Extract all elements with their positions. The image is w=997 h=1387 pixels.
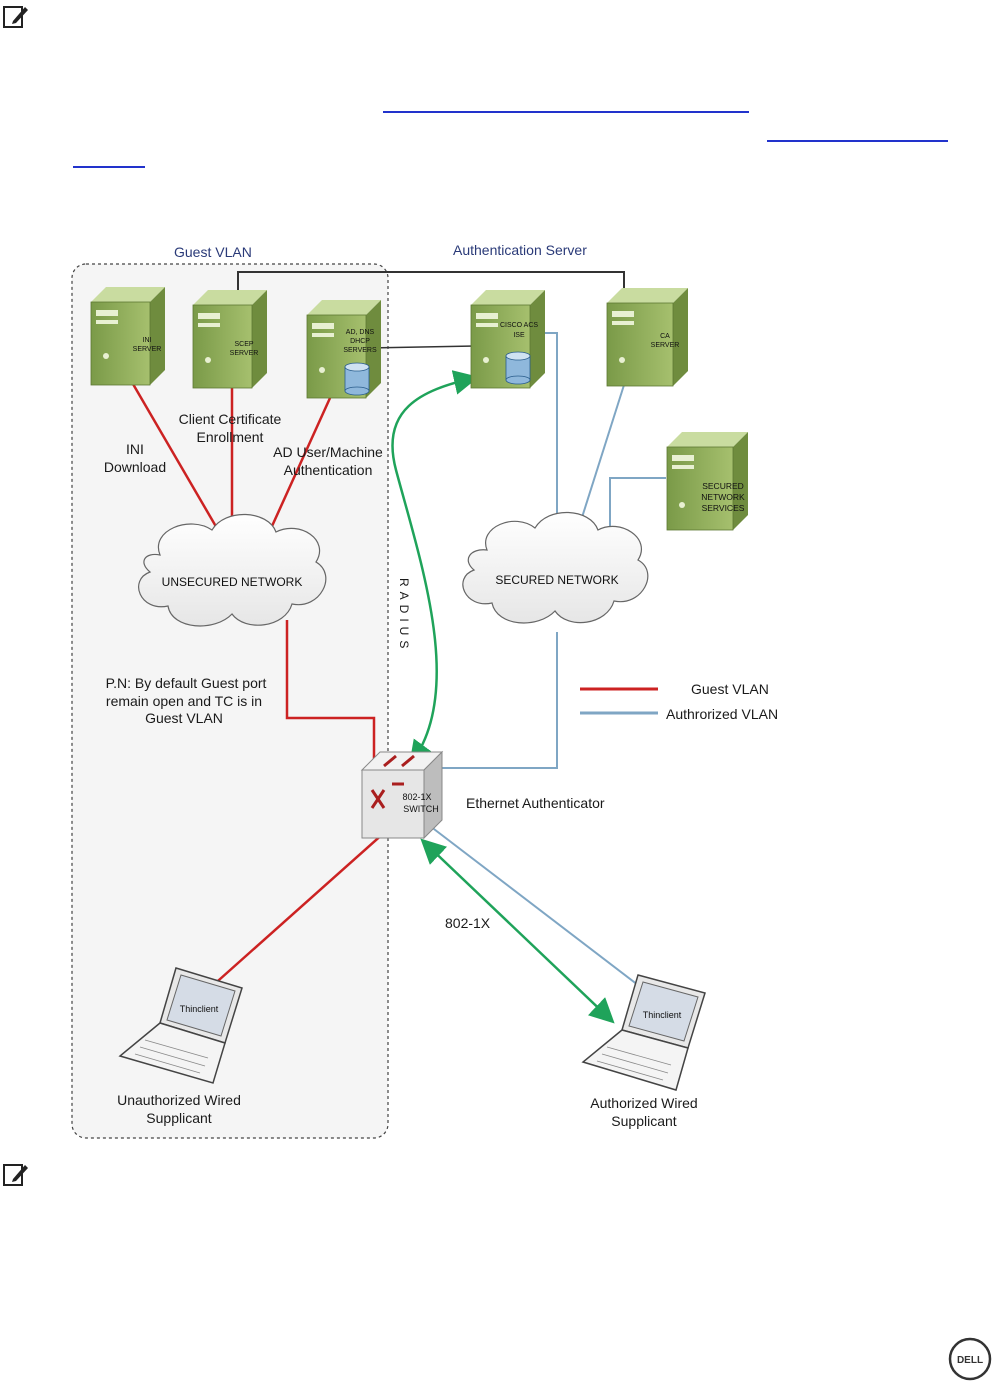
ad-to-ise-line (369, 345, 476, 349)
ini-server-label-2: SERVER (133, 346, 162, 353)
ca-server-label-2: SERVER (651, 342, 680, 349)
pn-note-line-1: P.N: By default Guest port (106, 675, 267, 691)
auth-server-header: Authentication Server (453, 242, 587, 258)
guest-vlan-header: Guest VLAN (174, 244, 252, 260)
right-thinclient-label: Thinclient (643, 1010, 682, 1020)
unsecured-network-cloud: UNSECURED NETWORK (138, 513, 327, 627)
ca-server-label-1: CA (660, 333, 670, 340)
ethernet-authenticator-label: Ethernet Authenticator (466, 795, 605, 811)
legend-authorized-label: Authrorized VLAN (666, 706, 778, 722)
scep-server-label-2: SERVER (230, 350, 259, 357)
unauthorized-laptop-icon: Thinclient (118, 967, 243, 1084)
secured-network-label: SECURED NETWORK (495, 573, 618, 587)
cert-enroll-label-2: Enrollment (197, 429, 264, 445)
unsecured-network-label: UNSECURED NETWORK (162, 575, 303, 589)
ise-database-icon (505, 351, 531, 385)
authorized-label-2: Supplicant (611, 1113, 676, 1129)
radius-label: RADIUS (397, 578, 411, 653)
left-thinclient-label: Thinclient (180, 1004, 219, 1014)
ini-download-label-1: INI (126, 441, 144, 457)
legend-guest-label: Guest VLAN (691, 681, 769, 697)
ad-server-label-3: SERVERS (343, 347, 377, 354)
ad-server-label-1: AD, DNS (346, 329, 375, 336)
secured-server-label-1: SECURED (702, 481, 744, 491)
scep-server-label-1: SCEP (234, 341, 253, 348)
ad-auth-label-2: Authentication (284, 462, 373, 478)
pn-note-line-2: remain open and TC is in (106, 693, 262, 709)
document-link-1[interactable] (383, 111, 749, 113)
switch-label-1: 802-1X (402, 792, 431, 802)
ad-auth-label-1: AD User/Machine (273, 444, 383, 460)
ca-server-icon: CA SERVER (606, 288, 688, 387)
dot1x-arrow (420, 838, 615, 1024)
ad-database-icon (344, 362, 370, 396)
document-link-2b[interactable] (73, 166, 145, 168)
authorized-laptop-icon: Thinclient (581, 974, 706, 1091)
dot1x-switch-icon: 802-1X SWITCH (360, 750, 444, 840)
server-backbone-line (237, 271, 625, 290)
ad-dns-dhcp-server-icon: AD, DNS DHCP SERVERS (306, 300, 381, 399)
note-pencil-icon-2 (3, 1164, 28, 1186)
switch-label-2: SWITCH (403, 804, 439, 814)
document-link-2a[interactable] (767, 140, 948, 142)
dot1x-label: 802-1X (445, 915, 491, 931)
authorized-label-1: Authorized Wired (590, 1095, 697, 1111)
guest-vlan-region (71, 263, 389, 1139)
ini-server-icon: INI SERVER (90, 287, 165, 386)
legend: Guest VLAN Authrorized VLAN (580, 681, 778, 722)
guest-vlan-lines (131, 383, 386, 989)
dell-logo: DELL (948, 1337, 992, 1381)
cisco-server-label-2: ISE (513, 332, 525, 339)
cisco-server-label-1: CISCO ACS (500, 322, 538, 329)
ad-server-label-2: DHCP (350, 338, 370, 345)
secured-network-cloud: SECURED NETWORK (462, 511, 649, 624)
unauthorized-label-2: Supplicant (146, 1110, 211, 1126)
dell-logo-text: DELL (957, 1355, 983, 1366)
ini-server-label-1: INI (143, 337, 152, 344)
secured-server-label-2: NETWORK (701, 492, 745, 502)
ini-download-label-2: Download (104, 459, 166, 475)
cert-enroll-label-1: Client Certificate (179, 411, 282, 427)
secured-network-services-server-icon: SECURED NETWORK SERVICES (666, 432, 748, 531)
pn-note-line-3: Guest VLAN (145, 710, 223, 726)
scep-server-icon: SCEP SERVER (192, 290, 267, 389)
radius-arrow (391, 370, 479, 767)
cisco-acs-ise-server-icon: CISCO ACS ISE (470, 290, 545, 389)
note-pencil-icon (3, 6, 28, 28)
secured-server-label-3: SERVICES (702, 503, 745, 513)
unauthorized-label-1: Unauthorized Wired (117, 1092, 241, 1108)
authorized-vlan-lines (429, 332, 666, 986)
